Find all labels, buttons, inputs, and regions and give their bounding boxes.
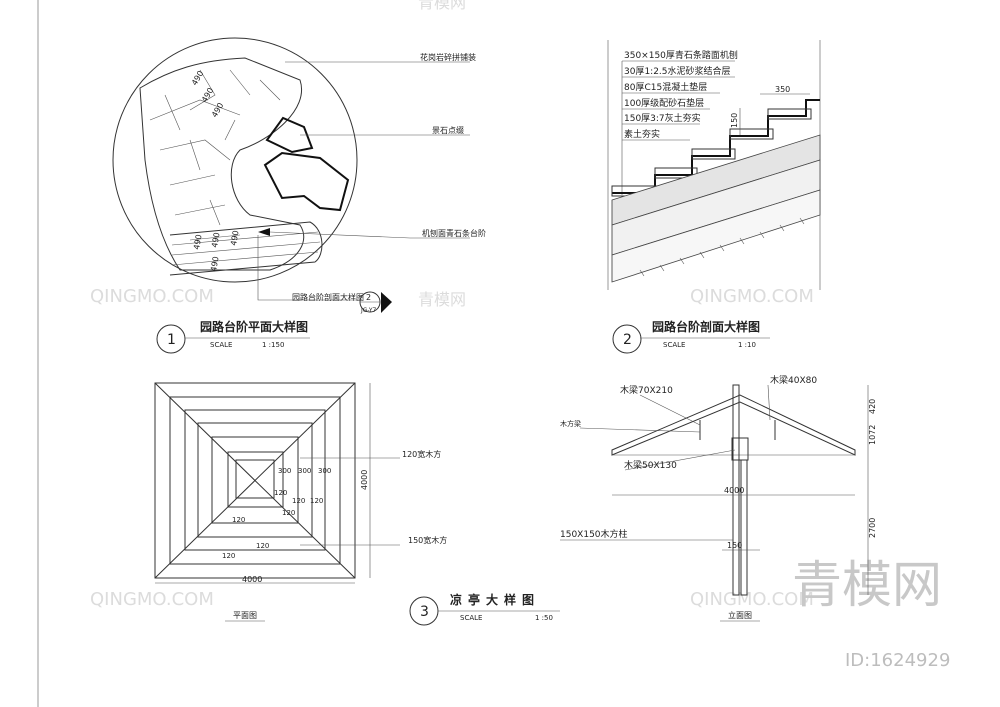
elev-col-width: 150	[727, 541, 742, 550]
detail1-number: 1	[167, 332, 176, 348]
note-stone: 景石点缀	[432, 125, 464, 135]
detail1-scale-label: SCALE	[210, 341, 232, 349]
detail1-title: 园路台阶平面大样图	[200, 319, 308, 334]
label-beam70: 木梁70X210	[620, 384, 673, 396]
svg-text:350×150厚青石条踏面机刨: 350×150厚青石条踏面机刨	[624, 49, 738, 61]
detail2-scale-value: 1 :10	[738, 341, 756, 349]
detail3-title: 凉亭大样图	[450, 592, 540, 607]
elev-h420: 420	[868, 399, 877, 414]
detail1-circle	[112, 37, 358, 283]
elev-caption: 立面图	[728, 610, 752, 620]
landscape-stone	[265, 116, 314, 154]
label-beam50: 木梁50X130	[624, 459, 677, 471]
elev-h2700: 2700	[868, 518, 877, 538]
svg-text:490: 490	[190, 69, 205, 87]
svg-text:120: 120	[310, 497, 323, 505]
detail2-number-circle	[612, 324, 642, 354]
elev-h1072: 1072	[868, 425, 877, 445]
id-label: ID:1624929	[845, 650, 950, 671]
dim-riser: 150	[730, 113, 739, 128]
step-lines	[171, 231, 321, 266]
svg-text:120: 120	[222, 552, 235, 560]
paving-area	[139, 57, 305, 271]
ridge-post	[731, 437, 749, 461]
svg-text:120: 120	[256, 542, 269, 550]
svg-text:490: 490	[192, 234, 204, 251]
svg-text:30厚1:2.5水泥砂浆结合层: 30厚1:2.5水泥砂浆结合层	[624, 65, 731, 77]
svg-text:490: 490	[210, 232, 222, 249]
layer-notes: 350×150厚青石条踏面机刨 30厚1:2.5水泥砂浆结合层 80厚C15混凝…	[624, 49, 738, 140]
detail2-title: 园路台阶剖面大样图	[652, 319, 760, 334]
leader-steps	[269, 231, 470, 239]
svg-text:120: 120	[232, 516, 245, 524]
plan-height: 4000	[360, 470, 369, 490]
label-beam150: 150宽木方	[408, 535, 447, 545]
svg-text:120: 120	[282, 509, 295, 517]
elev-width: 4000	[724, 486, 744, 495]
paving-joints	[149, 69, 281, 241]
svg-text:490: 490	[210, 101, 225, 119]
detail3-scale-label: SCALE	[460, 614, 482, 622]
column-right	[740, 459, 748, 596]
svg-text:150厚3:7灰土夯实: 150厚3:7灰土夯实	[624, 112, 701, 124]
section-arrow	[381, 292, 392, 313]
watermark-brand: QINGMO.COM	[90, 286, 214, 307]
svg-text:120: 120	[292, 497, 305, 505]
svg-text:490: 490	[229, 230, 241, 247]
detail3-plan: 300 300 300 120 120 120 120 120 120 120 …	[154, 382, 447, 622]
note-section-ref: 园路台阶剖面大样图	[292, 292, 364, 302]
note-steps: 机刨面青石条台阶	[422, 228, 486, 238]
section-marker-bottom: JG-Y7	[360, 307, 377, 314]
label-beam40: 木梁40X80	[770, 374, 817, 386]
watermark-layer: QINGMO.COM QINGMO.COM QINGMO.COM QINGMO.…	[90, 0, 950, 671]
svg-text:490: 490	[200, 86, 215, 104]
detail3-scale-value: 1 :50	[535, 614, 553, 622]
section-cut-line	[257, 235, 360, 301]
detail2-section: 350×150厚青石条踏面机刨 30厚1:2.5水泥砂浆结合层 80厚C15混凝…	[607, 40, 821, 354]
detail1-plan: 490 490 490 490 490 490 490 花岗岩碎拼铺装 景石点缀…	[112, 37, 486, 354]
svg-text:490: 490	[209, 256, 221, 273]
note-paving: 花岗岩碎拼铺装	[420, 52, 476, 62]
svg-text:300: 300	[278, 467, 291, 475]
dim-tread: 350	[775, 85, 790, 94]
plan-dims: 300 300 300 120 120 120 120 120 120 120	[222, 467, 331, 560]
detail3-title-block: 3 凉亭大样图 SCALE 1 :50	[409, 592, 560, 626]
step-dimensions: 490 490 490 490 490 490 490	[190, 69, 241, 272]
svg-text:300: 300	[318, 467, 331, 475]
svg-text:120: 120	[274, 489, 287, 497]
leader-arrow	[258, 228, 270, 236]
watermark-brand-large: 青模网	[792, 556, 942, 614]
section-marker-top: 2	[366, 293, 371, 302]
steps-band	[169, 221, 323, 276]
svg-text:素土夯实: 素土夯实	[624, 128, 660, 140]
label-column: 150X150木方柱	[560, 528, 628, 540]
label-beam-square: 木方梁	[560, 419, 581, 428]
plan-caption: 平面图	[233, 611, 257, 620]
plan-width: 4000	[242, 575, 262, 584]
svg-text:100厚级配砂石垫层: 100厚级配砂石垫层	[624, 97, 704, 109]
watermark-brand: QINGMO.COM	[690, 589, 814, 610]
detail2-number: 2	[623, 332, 632, 348]
roof-rings	[169, 396, 341, 565]
detail3-elevation: 木梁70X210 木梁40X80 木方梁 木梁50X130 150X150木方柱…	[560, 374, 877, 622]
watermark-brand: QINGMO.COM	[690, 286, 814, 307]
watermark-brand-cn: 青模网	[418, 0, 466, 12]
detail3-number: 3	[420, 604, 429, 620]
label-beam120: 120宽木方	[402, 449, 441, 459]
column-left	[732, 384, 740, 596]
watermark-brand: QINGMO.COM	[90, 589, 214, 610]
detail2-scale-label: SCALE	[663, 341, 685, 349]
detail1-number-circle	[156, 324, 186, 354]
soil-hatch	[639, 217, 805, 277]
detail1-scale-value: 1 :150	[262, 341, 284, 349]
layer-leader-lines	[621, 60, 735, 195]
svg-text:80厚C15混凝土垫层: 80厚C15混凝土垫层	[624, 81, 707, 93]
svg-text:300: 300	[298, 467, 311, 475]
watermark-brand-cn: 青模网	[418, 290, 466, 309]
landscape-stone	[263, 151, 350, 212]
